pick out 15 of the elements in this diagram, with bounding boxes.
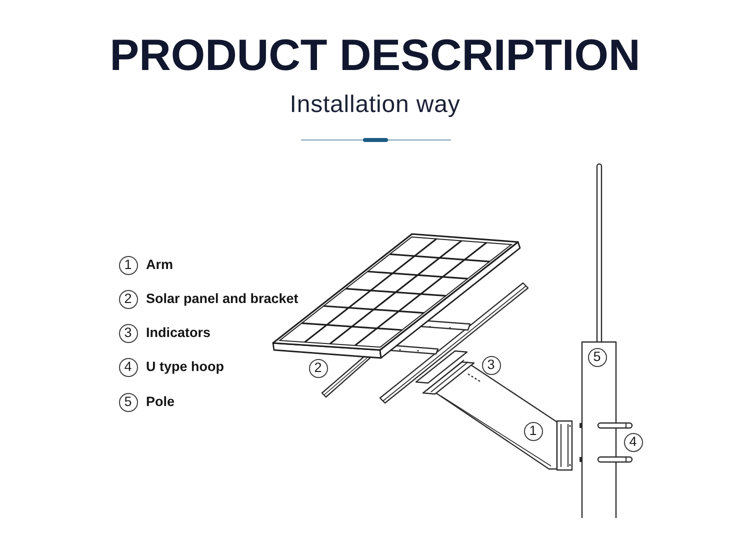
callout-number: 3 [118,324,138,342]
callout-number: 2 [308,358,328,378]
callout-number: 1 [118,256,138,274]
subtitle: Installation way [290,91,460,119]
callout-number: 4 [118,358,138,376]
page-title: PRODUCT DESCRIPTION [110,34,640,78]
part-name: U type hoop [146,359,224,375]
part-name: Solar panel and bracket [146,291,298,307]
part-name: Indicators [146,325,211,341]
callout-number: 2 [118,290,138,308]
part-name: Pole [146,394,175,410]
callout-number: 5 [118,392,138,412]
callout-number: 3 [482,356,500,374]
part-name: Arm [146,257,174,273]
callout-number: 4 [624,432,642,452]
